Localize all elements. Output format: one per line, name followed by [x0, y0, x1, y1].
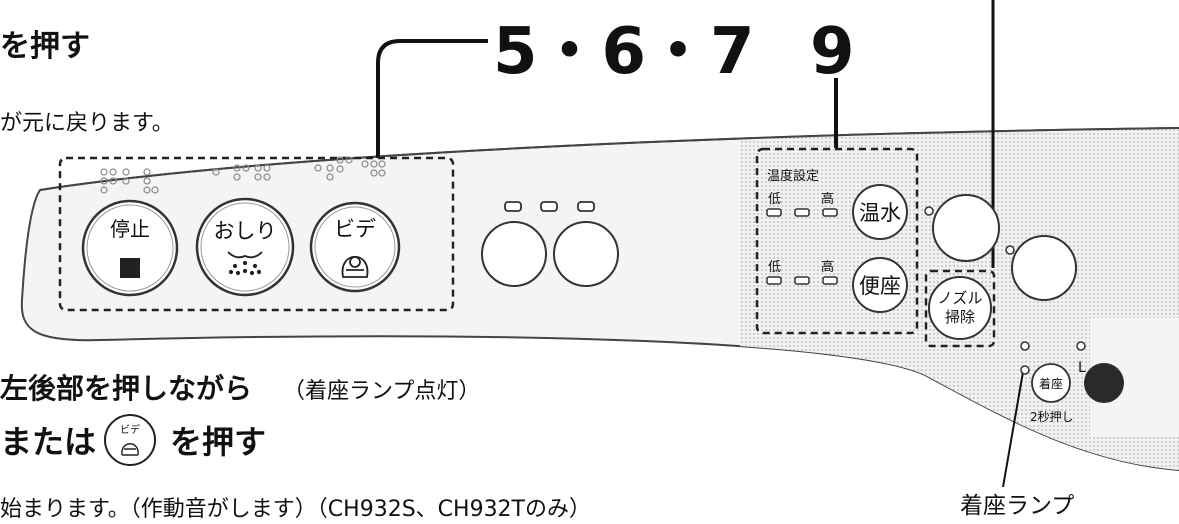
leader-line-seat-lamp	[1002, 371, 1024, 488]
instruction-line3-paren: （着座ランプ点灯）	[283, 379, 480, 404]
indicator-lamps-middle	[504, 201, 595, 212]
seat-button[interactable]: 着座	[1031, 363, 1071, 403]
small-indicator-4	[1020, 365, 1030, 375]
round-button-left[interactable]	[481, 221, 547, 287]
oshiri-label: おしり	[214, 219, 277, 243]
nozzle-label-line2: 掃除	[945, 308, 975, 326]
water-temp-button[interactable]: 温水	[852, 184, 908, 240]
small-indicator-1	[924, 206, 934, 216]
seat-button-label: 着座	[1039, 376, 1063, 391]
stop-label: 停止	[110, 217, 150, 241]
dashed-box-temp-settings	[755, 147, 919, 335]
round-button-upper[interactable]	[932, 194, 1000, 262]
nozzle-clean-button[interactable]: ノズル 掃除	[928, 276, 992, 340]
leader-line-5-6-7	[376, 39, 488, 158]
temp-low-label-1: 低	[768, 192, 781, 207]
instruction-line4-post: を押す	[170, 423, 266, 461]
seat-temp-label: 便座	[859, 274, 901, 298]
seat-lamp-label: 着座ランプ	[960, 493, 1074, 519]
small-indicator-3	[1076, 341, 1086, 351]
seat-temp-level-lamps	[766, 276, 838, 285]
dashed-box-main-buttons	[58, 156, 455, 312]
two-second-label: 2秒押し	[1030, 410, 1074, 424]
bidet-label: ビデ	[334, 217, 376, 241]
callout-9: 9	[810, 15, 855, 89]
seat-temp-button[interactable]: 便座	[852, 257, 908, 313]
instruction-line4-pre: または	[0, 423, 96, 461]
l-label: L	[1078, 360, 1086, 376]
bidet-face-icon	[341, 255, 369, 278]
temp-high-label-1: 高	[821, 191, 834, 207]
temp-high-label-2: 高	[821, 259, 834, 275]
braille-dots	[100, 156, 386, 194]
instruction-line3-bold: 左後部を押しながら	[0, 372, 252, 405]
water-temp-label: 温水	[859, 201, 901, 225]
nozzle-label-line1: ノズル	[937, 289, 982, 307]
oshiri-spray-icon	[227, 251, 263, 276]
header-line2: が元に戻ります。	[0, 111, 174, 136]
stop-square-icon	[120, 258, 140, 278]
svg-text:ビデ: ビデ	[120, 423, 140, 436]
round-button-lower[interactable]	[1011, 235, 1077, 301]
instruction-line5: 始まります。（作動音がします）（CH932S、CH932Tのみ）	[0, 497, 591, 522]
inline-bidet-button: ビデ	[104, 414, 156, 466]
bidet-button[interactable]: ビデ	[309, 201, 401, 293]
black-button[interactable]	[1084, 363, 1124, 403]
dashed-box-nozzle	[924, 269, 996, 348]
stop-button[interactable]: 停止	[81, 199, 179, 297]
header-line1: を押す	[0, 29, 90, 64]
temp-settings-title: 温度設定	[767, 168, 819, 184]
small-indicator-2	[1005, 245, 1015, 255]
callout-5-6-7: 5・6・7	[493, 15, 755, 89]
seat-lamp-indicator	[1020, 341, 1030, 351]
temp-low-label-2: 低	[768, 260, 781, 275]
water-temp-level-lamps	[766, 208, 838, 217]
oshiri-button[interactable]: おしり	[195, 197, 295, 297]
round-button-right[interactable]	[553, 221, 619, 287]
